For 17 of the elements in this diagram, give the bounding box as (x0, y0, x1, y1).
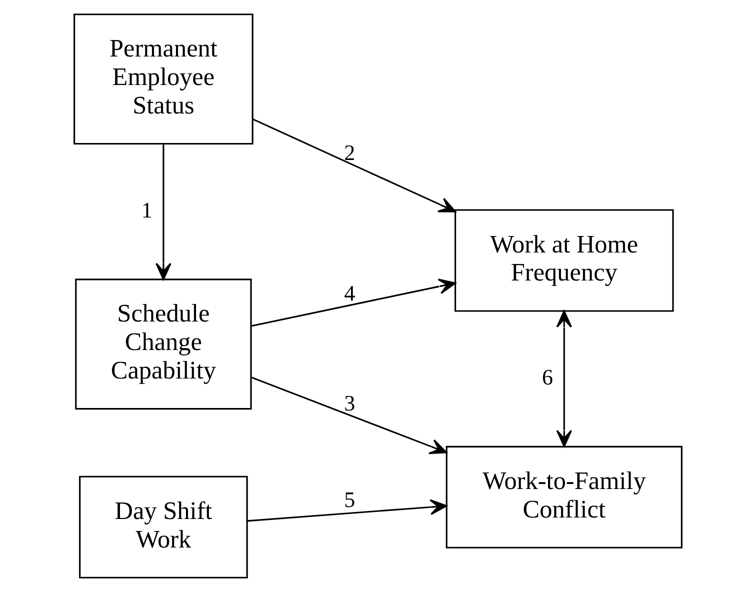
edge-label: 4 (344, 280, 355, 306)
edge-label: 6 (542, 364, 553, 390)
node-box: Permanent Employee Status (73, 14, 253, 145)
node-box: Schedule Change Capability (74, 278, 252, 410)
arrow (155, 144, 171, 280)
node-box: Work-to-Family Conflict (445, 446, 682, 548)
edge-label: 1 (140, 197, 152, 222)
node-box: Work at Home Frequency (454, 209, 674, 312)
node-box: Day Shift Work (78, 476, 248, 578)
arrow (252, 118, 456, 212)
edge-label: 2 (344, 140, 355, 165)
arrow (250, 376, 447, 454)
arrow (250, 278, 456, 327)
edge-label: 5 (344, 486, 355, 512)
edge-label: 3 (344, 390, 355, 416)
arrow (246, 499, 447, 522)
arrow (556, 310, 572, 448)
